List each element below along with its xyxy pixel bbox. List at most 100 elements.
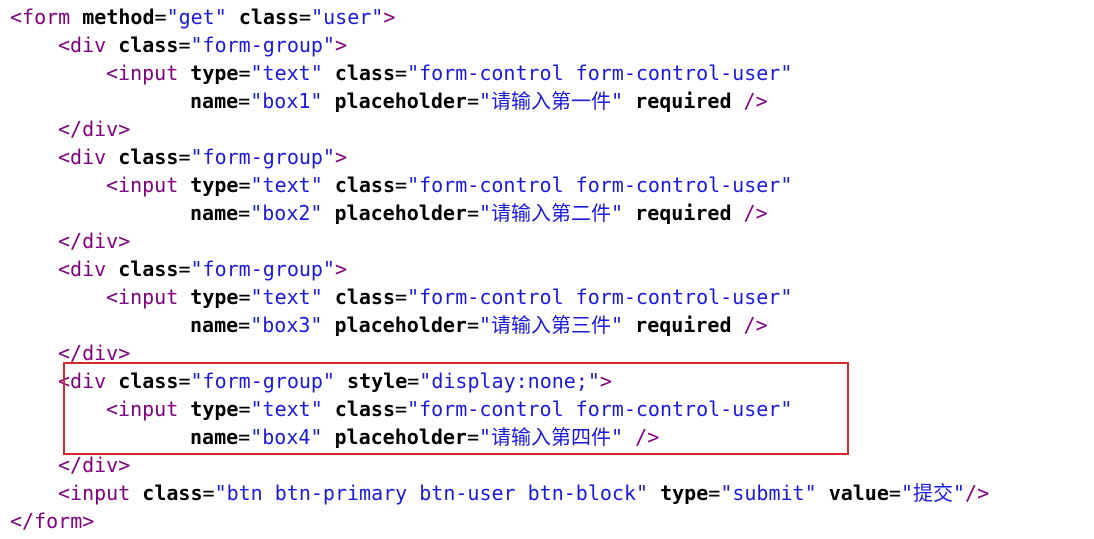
code-token-val: "form-control form-control-user"	[407, 397, 793, 421]
code-line: <input type="text" class="form-control f…	[106, 283, 792, 311]
code-token-plain	[227, 5, 239, 29]
code-token-plain	[323, 397, 335, 421]
code-line: </div>	[58, 227, 130, 255]
code-token-val: "box2"	[250, 201, 323, 225]
code-token-tag: <div	[58, 145, 107, 169]
code-token-attr: placeholder	[334, 313, 467, 337]
code-token-plain	[178, 61, 190, 85]
code-token-attr: type	[190, 61, 239, 85]
code-token-attr: type	[660, 481, 709, 505]
code-token-punct: =	[466, 425, 480, 449]
code-token-plain	[731, 201, 743, 225]
code-token-punct: =	[238, 61, 251, 85]
code-token-plain	[323, 285, 335, 309]
code-token-tag: <input	[106, 61, 179, 85]
code-token-tag: />	[743, 201, 768, 225]
code-line: name="box4" placeholder="请输入第四件" />	[190, 423, 659, 451]
code-token-attr: name	[190, 201, 239, 225]
code-line: <div class="form-group" style="display:n…	[58, 367, 612, 395]
code-token-tag: />	[743, 89, 768, 113]
code-token-val: "form-control form-control-user"	[407, 61, 793, 85]
code-token-plain	[178, 173, 190, 197]
code-token-punct: =	[238, 201, 251, 225]
code-token-tag: />	[965, 481, 990, 505]
code-token-attr: required	[635, 201, 732, 225]
code-token-attr: class	[118, 257, 179, 281]
code-token-tag: >	[334, 257, 348, 281]
code-token-attr: class	[334, 397, 396, 421]
code-token-attr: class	[118, 369, 179, 393]
code-token-punct: =	[466, 201, 480, 225]
code-token-attr: class	[334, 173, 396, 197]
code-token-val: "form-group"	[190, 145, 335, 169]
code-token-attr: type	[190, 285, 239, 309]
code-token-val: "box3"	[250, 313, 323, 337]
code-token-attr: value	[828, 481, 889, 505]
code-token-val: "请输入第二件"	[479, 201, 624, 225]
code-token-punct: =	[238, 313, 251, 337]
code-token-punct: =	[395, 173, 408, 197]
code-token-punct: =	[178, 33, 191, 57]
code-token-punct: =	[395, 397, 408, 421]
code-token-tag: <div	[58, 33, 107, 57]
code-token-plain	[623, 313, 635, 337]
code-token-punct: =	[407, 369, 420, 393]
code-token-punct: =	[238, 173, 251, 197]
code-token-plain	[731, 313, 743, 337]
code-line: name="box1" placeholder="请输入第一件" require…	[190, 87, 768, 115]
code-token-plain	[623, 89, 635, 113]
code-token-punct: =	[395, 285, 408, 309]
code-line: <div class="form-group">	[58, 143, 347, 171]
code-token-val: "display:none;"	[419, 369, 600, 393]
code-line: name="box3" placeholder="请输入第三件" require…	[190, 311, 768, 339]
code-token-val: "btn btn-primary btn-user btn-block"	[214, 481, 649, 505]
code-token-tag: </form>	[10, 509, 95, 533]
code-token-plain	[106, 145, 118, 169]
code-token-val: "text"	[250, 173, 323, 197]
code-token-val: "form-control form-control-user"	[407, 173, 793, 197]
code-token-tag: <div	[58, 257, 107, 281]
code-token-plain	[731, 89, 743, 113]
code-line: name="box2" placeholder="请输入第二件" require…	[190, 199, 768, 227]
code-token-attr: class	[334, 285, 396, 309]
code-token-val: "text"	[250, 61, 323, 85]
code-token-tag: <input	[58, 481, 131, 505]
code-token-plain	[323, 61, 335, 85]
code-line: </div>	[58, 115, 130, 143]
code-token-plain	[322, 313, 334, 337]
code-token-tag: </div>	[58, 341, 131, 365]
code-token-plain	[70, 5, 82, 29]
code-token-val: "box4"	[250, 425, 323, 449]
code-line: <div class="form-group">	[58, 255, 347, 283]
code-token-punct: =	[466, 89, 480, 113]
code-line: <div class="form-group">	[58, 31, 347, 59]
code-token-punct: =	[202, 481, 215, 505]
code-token-punct: =	[178, 369, 191, 393]
code-token-attr: class	[238, 5, 300, 29]
code-token-plain	[130, 481, 142, 505]
code-token-punct: =	[238, 89, 251, 113]
code-token-attr: type	[190, 397, 239, 421]
code-token-plain	[322, 201, 334, 225]
code-token-plain	[623, 425, 635, 449]
code-token-val: "get"	[166, 5, 227, 29]
code-token-punct: =	[178, 145, 191, 169]
code-token-tag: <input	[106, 173, 179, 197]
code-token-attr: class	[118, 33, 179, 57]
code-token-val: "form-group"	[190, 369, 335, 393]
code-token-plain	[335, 369, 347, 393]
code-token-attr: placeholder	[334, 425, 467, 449]
code-line: <input type="text" class="form-control f…	[106, 59, 792, 87]
code-token-attr: name	[190, 313, 239, 337]
code-token-val: "提交"	[900, 481, 966, 505]
code-token-plain	[106, 257, 118, 281]
code-token-val: "submit"	[720, 481, 817, 505]
code-line: </div>	[58, 339, 130, 367]
code-token-val: "form-group"	[190, 33, 335, 57]
code-token-punct: =	[395, 61, 408, 85]
code-token-attr: class	[118, 145, 179, 169]
code-token-punct: =	[238, 397, 251, 421]
code-line: <input type="text" class="form-control f…	[106, 395, 792, 423]
code-token-attr: method	[82, 5, 155, 29]
